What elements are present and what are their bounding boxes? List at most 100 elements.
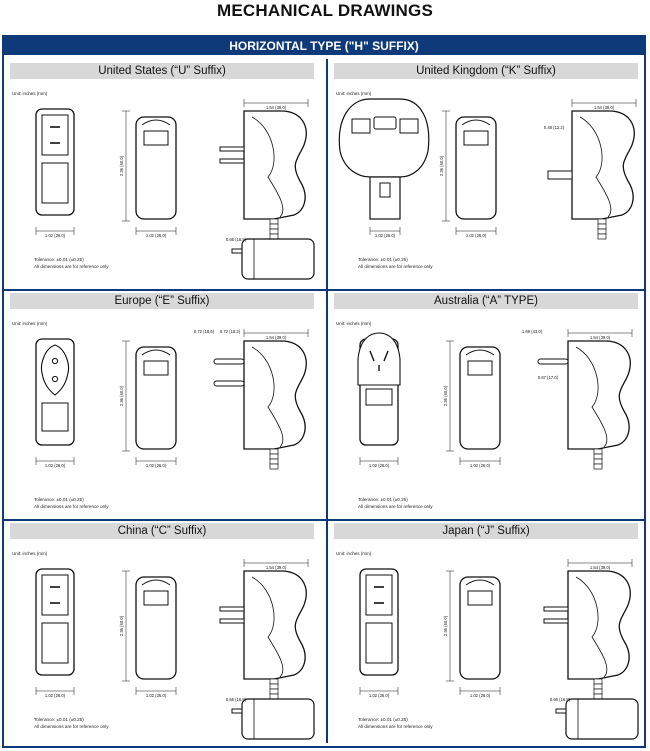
- eu-prong-dim-b: 0.72 (18.2): [220, 329, 241, 334]
- side-profile-view: 1.54 (39.0): [219, 559, 309, 700]
- plug-face-view: 1.02 (26.0): [35, 568, 75, 698]
- panel-au: Australia (“A” TYPE) Unit: inches (mm) 1.0…: [330, 289, 642, 511]
- width-dim-body: 1.02 (26.0): [146, 233, 167, 238]
- width-dim-front: 1.02 (26.0): [45, 693, 66, 698]
- width-dim-body: 1.02 (26.0): [466, 233, 487, 238]
- mechanical-drawing-uk: 1.02 (26.0) 2.36 (60.0) 1.02 (26.0) 1.54 (3…: [338, 98, 637, 240]
- panel-title: Japan (“J” Suffix): [334, 523, 638, 539]
- uk-prong-dim: 0.48 (12.2): [544, 125, 565, 130]
- tolerance-text: Tolerance: ±0.01 (±0.25): [34, 497, 84, 502]
- width-dim-front: 1.02 (26.0): [369, 693, 390, 698]
- mechanical-drawing-eu: 1.02 (26.0) 2.36 (60.0) 1.02 (26.0) 1.54 (3…: [35, 329, 309, 470]
- panel-title: Australia (“A” TYPE): [334, 293, 638, 309]
- side-profile-view: 1.54 (39.0): [219, 99, 309, 240]
- width-dim-body: 1.02 (26.0): [470, 693, 491, 698]
- eu-prong-dim-a: 0.72 (18.6): [194, 329, 215, 334]
- side-profile-view: 1.54 (39.0) 0.48 (12.2): [544, 99, 637, 240]
- body-front-view: 2.36 (60.0) 1.02 (26.0): [119, 340, 177, 468]
- panel-uk: United Kingdom (“K” Suffix) Unit: inches …: [330, 59, 642, 281]
- tolerance-note: Tolerance: ±0.01 (±0.25)All dimensions a…: [358, 497, 433, 510]
- mechanical-drawing-au: 1.02 (26.0) 2.36 (60.0) 1.02 (26.0) 1.54 (3…: [357, 329, 633, 470]
- bottom-view: 0.66 (16.8)1.77 (45.0): [550, 697, 639, 740]
- bottom-depth-dim: 0.66 (16.8): [226, 697, 247, 702]
- tolerance-text: Tolerance: ±0.01 (±0.25): [34, 257, 84, 262]
- depth-dim: 1.54 (39.0): [266, 335, 287, 340]
- height-dim: 2.36 (60.0): [119, 385, 124, 406]
- depth-dim: 1.54 (39.0): [590, 335, 611, 340]
- plug-face-view: 1.02 (26.0): [35, 108, 75, 238]
- side-profile-view: 1.54 (39.0): [543, 559, 633, 700]
- panel-cn: China (“C” Suffix) Unit: inches (mm) 1.02 …: [6, 519, 318, 741]
- reference-note: All dimensions are for reference only: [34, 503, 109, 509]
- width-dim-body: 1.02 (26.0): [470, 463, 491, 468]
- panel-title: United States (“U” Suffix): [10, 63, 314, 79]
- panel-eu: Europe (“E” Suffix) Unit: inches (mm) 1.02…: [6, 289, 318, 511]
- mechanical-drawing-jp: 1.02 (26.0) 2.36 (60.0) 1.02 (26.0) 1.54 (3…: [359, 559, 639, 740]
- height-dim: 2.36 (60.0): [443, 615, 448, 636]
- row-divider-1: [4, 289, 644, 291]
- bottom-view: 0.66 (16.8)1.77 (45.0): [226, 237, 315, 280]
- side-profile-view: 1.54 (39.0)0.67 (17.0)1.69 (43.0): [522, 329, 633, 470]
- units-note: Unit: inches (mm): [336, 321, 372, 326]
- panel-jp: Japan (“J” Suffix) Unit: inches (mm) 1.02 …: [330, 519, 642, 741]
- width-dim-front: 1.02 (26.0): [45, 463, 66, 468]
- tolerance-note: Tolerance: ±0.01 (±0.25)All dimensions a…: [34, 497, 109, 510]
- height-dim: 2.36 (60.0): [119, 155, 124, 176]
- tolerance-text: Tolerance: ±0.01 (±0.25): [358, 717, 408, 722]
- depth-dim: 1.54 (39.0): [590, 565, 611, 570]
- mechanical-drawing-cn: 1.02 (26.0) 2.36 (60.0) 1.02 (26.0) 1.54 (3…: [35, 559, 315, 740]
- height-dim: 2.36 (60.0): [439, 155, 444, 176]
- height-dim: 2.36 (60.0): [443, 385, 448, 406]
- mechanical-drawing-us: 1.02 (26.0) 2.36 (60.0) 1.02 (26.0) 1.54 (3…: [35, 99, 315, 280]
- bottom-depth-dim: 0.66 (16.8): [226, 237, 247, 242]
- units-note: Unit: inches (mm): [336, 91, 372, 96]
- bottom-view: 0.66 (16.8)1.77 (45.0): [226, 697, 315, 740]
- tolerance-note: Tolerance: ±0.01 (±0.25)All dimensions a…: [34, 257, 109, 270]
- reference-note: All dimensions are for reference only: [358, 723, 433, 729]
- panel-title: Europe (“E” Suffix): [10, 293, 314, 309]
- tolerance-note: Tolerance: ±0.01 (±0.25)All dimensions a…: [34, 717, 109, 730]
- tolerance-text: Tolerance: ±0.01 (±0.25): [34, 717, 84, 722]
- tolerance-note: Tolerance: ±0.01 (±0.25)All dimensions a…: [358, 717, 433, 730]
- plug-face-view: 1.02 (26.0): [35, 338, 75, 468]
- body-front-view: 2.36 (60.0) 1.02 (26.0): [119, 570, 177, 698]
- body-front-view: 2.36 (60.0) 1.02 (26.0): [119, 110, 177, 238]
- reference-note: All dimensions are for reference only: [34, 263, 109, 269]
- tolerance-note: Tolerance: ±0.01 (±0.25)All dimensions a…: [358, 257, 433, 270]
- units-note: Unit: inches (mm): [12, 321, 48, 326]
- depth-dim: 1.54 (39.0): [266, 565, 287, 570]
- units-note: Unit: inches (mm): [336, 551, 372, 556]
- tolerance-text: Tolerance: ±0.01 (±0.25): [358, 257, 408, 262]
- plug-face-view: 1.02 (26.0): [338, 98, 430, 238]
- reference-note: All dimensions are for reference only: [358, 503, 433, 509]
- body-front-view: 2.36 (60.0) 1.02 (26.0): [443, 570, 501, 698]
- depth-dim: 1.54 (39.0): [594, 105, 615, 110]
- depth-dim: 1.54 (39.0): [266, 105, 287, 110]
- row-divider-2: [4, 519, 644, 521]
- body-front-view: 2.36 (60.0) 1.02 (26.0): [439, 110, 497, 238]
- height-dim: 2.36 (60.0): [119, 615, 124, 636]
- units-note: Unit: inches (mm): [12, 91, 48, 96]
- drawings-frame: HORIZONTAL TYPE ("H" SUFFIX) United Stat…: [2, 35, 646, 748]
- au-prong-dim: 0.67 (17.0): [538, 375, 559, 380]
- body-front-view: 2.36 (60.0) 1.02 (26.0): [443, 340, 501, 468]
- plug-face-view: 1.02 (26.0): [359, 568, 399, 698]
- reference-note: All dimensions are for reference only: [358, 263, 433, 269]
- panel-title: United Kingdom (“K” Suffix): [334, 63, 638, 79]
- reference-note: All dimensions are for reference only: [34, 723, 109, 729]
- plug-face-view: 1.02 (26.0): [357, 332, 401, 468]
- page-title: MECHANICAL DRAWINGS: [217, 1, 433, 20]
- units-note: Unit: inches (mm): [12, 551, 48, 556]
- section-banner: HORIZONTAL TYPE ("H" SUFFIX): [4, 37, 644, 55]
- panel-us: United States (“U” Suffix) Unit: inches (…: [6, 59, 318, 281]
- tolerance-text: Tolerance: ±0.01 (±0.25): [358, 497, 408, 502]
- width-dim-front: 1.02 (26.0): [45, 233, 66, 238]
- column-divider: [326, 59, 328, 743]
- bottom-depth-dim: 0.66 (16.8): [550, 697, 571, 702]
- width-dim-body: 1.02 (26.0): [146, 463, 167, 468]
- side-profile-view: 1.54 (39.0) 0.72 (18.6) 0.72 (18.2): [194, 329, 309, 470]
- width-dim-body: 1.02 (26.0): [146, 693, 167, 698]
- width-dim-front: 1.02 (26.0): [369, 463, 390, 468]
- panel-title: China (“C” Suffix): [10, 523, 314, 539]
- width-dim-front: 1.02 (26.0): [375, 233, 396, 238]
